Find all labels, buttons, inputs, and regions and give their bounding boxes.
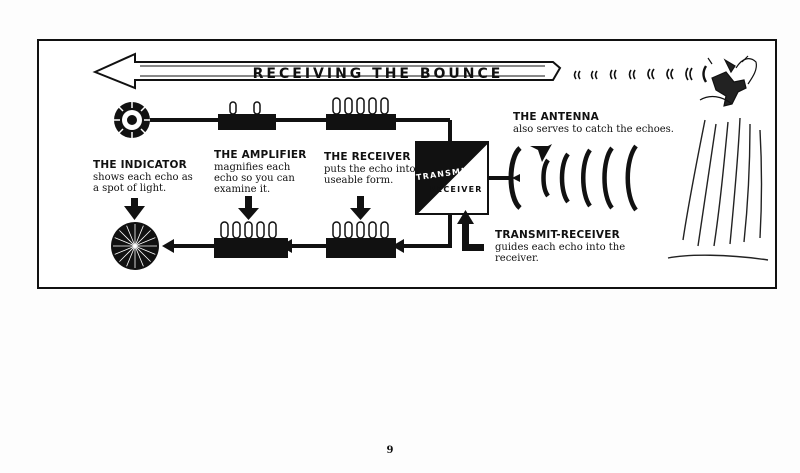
- banner-arrow: [92, 52, 562, 90]
- antenna-desc-1: also serves to catch the echoes.: [513, 123, 674, 135]
- amplifier-caption: THE AMPLIFIER magnifies each echo so you…: [214, 149, 307, 196]
- transmit-receiver-desc-1: guides each echo into the: [495, 241, 626, 253]
- top-tube-block-small: [218, 101, 276, 130]
- indicator-desc-1: shows each echo as: [93, 171, 193, 183]
- transmit-receiver-caption: TRANSMIT-RECEIVER guides each echo into …: [495, 229, 626, 264]
- receiver-block: [326, 221, 396, 258]
- bottom-signal-line: [162, 214, 452, 253]
- transmit-receiver-heading: TRANSMIT-RECEIVER: [495, 229, 620, 241]
- antenna-caption: THE ANTENNA also serves to catch the ech…: [513, 111, 674, 135]
- cloud-streaks: [667, 117, 769, 261]
- tr-up-arrow: [457, 210, 484, 251]
- receiver-caption: THE RECEIVER puts the echo into useable …: [324, 151, 416, 186]
- airplane-icon: [699, 55, 757, 107]
- indicator-desc-2: a spot of light.: [93, 182, 167, 194]
- incoming-echo-marks: [573, 65, 708, 83]
- transmit-receiver-box: [415, 141, 489, 215]
- receiver-heading: THE RECEIVER: [324, 151, 411, 163]
- indicator-heading: THE INDICATOR: [93, 159, 187, 171]
- magnetron-icon: [114, 102, 150, 138]
- indicator-down-arrow: [124, 198, 145, 220]
- amplifier-desc-3: examine it.: [214, 184, 271, 196]
- antenna-arrow: [530, 144, 552, 162]
- receiver-desc-2: useable form.: [324, 174, 394, 186]
- amplifier-desc-2: echo so you can: [214, 172, 295, 184]
- page-number: 9: [386, 445, 394, 456]
- top-tube-block-large: [326, 97, 396, 130]
- receiver-desc-1: puts the echo into: [324, 163, 416, 175]
- antenna-heading: THE ANTENNA: [513, 111, 599, 123]
- tr-box-label-bottom: RECEIVER: [429, 185, 482, 194]
- banner-title: RECEIVING THE BOUNCE: [253, 66, 504, 82]
- amplifier-heading: THE AMPLIFIER: [214, 149, 307, 161]
- indicator-caption: THE INDICATOR shows each echo as a spot …: [93, 159, 193, 194]
- amplifier-desc-1: magnifies each: [214, 161, 291, 173]
- receiver-down-arrow: [350, 196, 371, 220]
- antenna-icon: [488, 146, 522, 210]
- echo-waves: [541, 144, 638, 212]
- transmit-receiver-desc-2: receiver.: [495, 252, 539, 264]
- amplifier-block: [214, 221, 288, 258]
- indicator-scope-icon: [111, 222, 159, 270]
- amplifier-down-arrow: [238, 196, 259, 220]
